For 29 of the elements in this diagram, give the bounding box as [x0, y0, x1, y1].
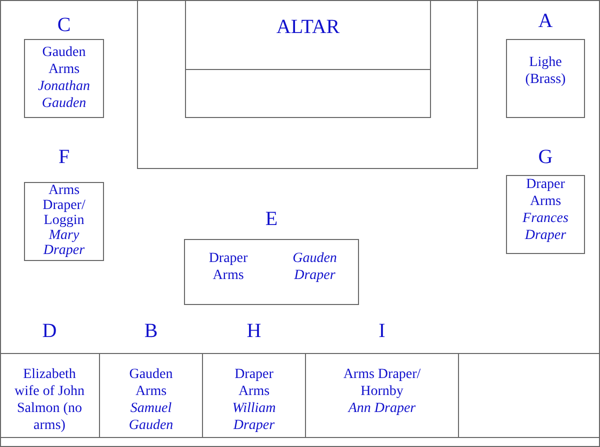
position-letter: F [57, 146, 71, 168]
inscription-text: Lighe (Brass) [524, 54, 567, 88]
position-letter: E [264, 208, 279, 230]
position-letter: C [56, 14, 72, 36]
name-text: Gauden Draper [292, 250, 338, 284]
inscription-text: Draper Arms [234, 366, 274, 400]
inscription-text: Draper Arms [525, 176, 566, 210]
name-text: William Draper [231, 400, 277, 434]
inscription-text: Arms Draper/Hornby [342, 366, 422, 400]
position-letter: B [143, 320, 159, 342]
inscription-text: Gauden Arms [41, 44, 87, 78]
inscription-text: Arms Draper/Loggin [42, 183, 86, 228]
inscription-text: Draper Arms [208, 250, 249, 284]
position-letter: H [246, 320, 262, 342]
position-letter: A [537, 10, 554, 32]
position-letter: D [41, 320, 58, 342]
name-text: Jonathan Gauden [36, 78, 92, 112]
name-text: Mary Draper [42, 228, 86, 258]
altar-label: ALTAR [275, 15, 341, 39]
altar-box [185, 0, 431, 70]
inscription-text: Elizabeth wife of John Salmon (no arms) [14, 366, 86, 434]
name-text: Samuel Gauden [128, 400, 174, 434]
position-letter: G [537, 146, 554, 168]
inscription-text: Gauden Arms [128, 366, 174, 400]
altar-step [185, 69, 431, 118]
name-text: Frances Draper [522, 210, 570, 244]
position-letter: I [378, 320, 386, 342]
altar-enclosure [137, 0, 478, 169]
name-text: Ann Draper [346, 400, 417, 417]
